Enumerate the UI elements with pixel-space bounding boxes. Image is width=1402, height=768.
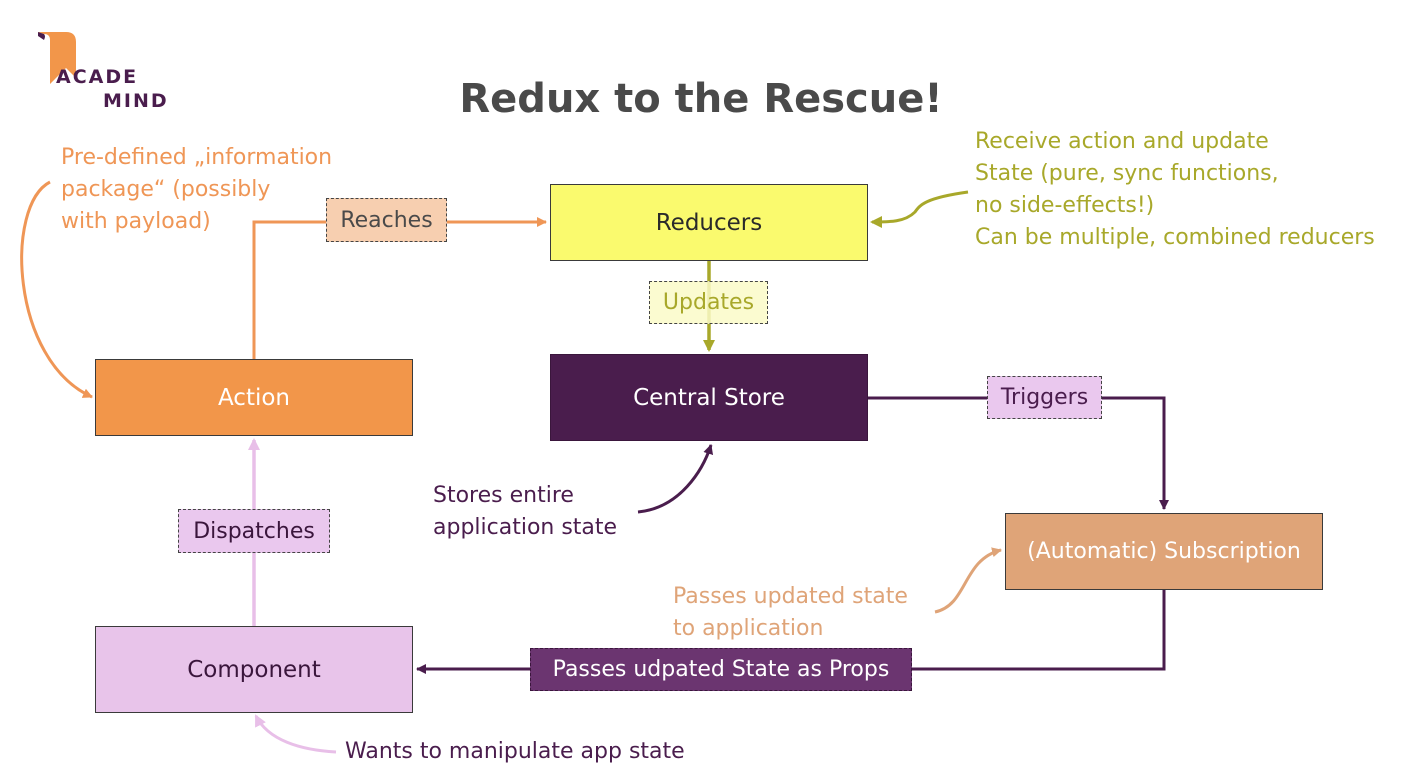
store-note: Stores entire application state [433, 480, 617, 544]
payload-note-line: package“ (possibly [61, 177, 271, 202]
passes-note-line: Passes updated state [673, 584, 908, 609]
passes-note: Passes updated state to application [673, 581, 908, 645]
payload-note-line: with payload) [61, 209, 211, 234]
payload-note-line: Pre-defined „information [61, 145, 333, 170]
triggers-label: Triggers [987, 376, 1102, 419]
page-title: Redux to the Rescue! [459, 76, 943, 122]
reducer-note-curve [870, 190, 969, 228]
component-box: Component [95, 626, 413, 713]
wants-note: Wants to manipulate app state [345, 736, 685, 768]
dispatches-label: Dispatches [178, 509, 330, 553]
wants-note-curve [254, 714, 337, 754]
central-store-box: Central Store [550, 354, 868, 441]
store-note-curve [637, 444, 714, 514]
reducer-note-line: State (pure, sync functions, [975, 161, 1279, 186]
wants-note-line: Wants to manipulate app state [345, 739, 685, 764]
action-box: Action [95, 359, 413, 436]
reducer-note-line: no side-effects!) [975, 193, 1155, 218]
updates-label: Updates [649, 281, 768, 324]
logo-line1: ACADE [56, 66, 139, 88]
reducer-note: Receive action and update State (pure, s… [975, 126, 1375, 254]
payload-note-curve [20, 180, 93, 399]
passes-props-label: Passes udpated State as Props [530, 648, 912, 691]
action-to-reducers-arrow [252, 217, 547, 359]
store-note-line: application state [433, 515, 618, 540]
reaches-label: Reaches [326, 198, 447, 242]
academind-logo: ACADE MIND [36, 32, 186, 114]
subscription-box: (Automatic) Subscription [1005, 513, 1323, 590]
passes-note-line: to application [673, 616, 824, 641]
store-to-subscription-arrow [868, 396, 1169, 510]
payload-note: Pre-defined „information package“ (possi… [61, 142, 332, 238]
logo-line2: MIND [103, 90, 169, 112]
reducer-note-line: Can be multiple, combined reducers [975, 225, 1375, 250]
store-note-line: Stores entire [433, 483, 574, 508]
logo-banner-icon [38, 32, 76, 84]
reducers-box: Reducers [550, 184, 868, 261]
passes-note-curve [934, 547, 1002, 614]
reducer-note-line: Receive action and update [975, 129, 1269, 154]
